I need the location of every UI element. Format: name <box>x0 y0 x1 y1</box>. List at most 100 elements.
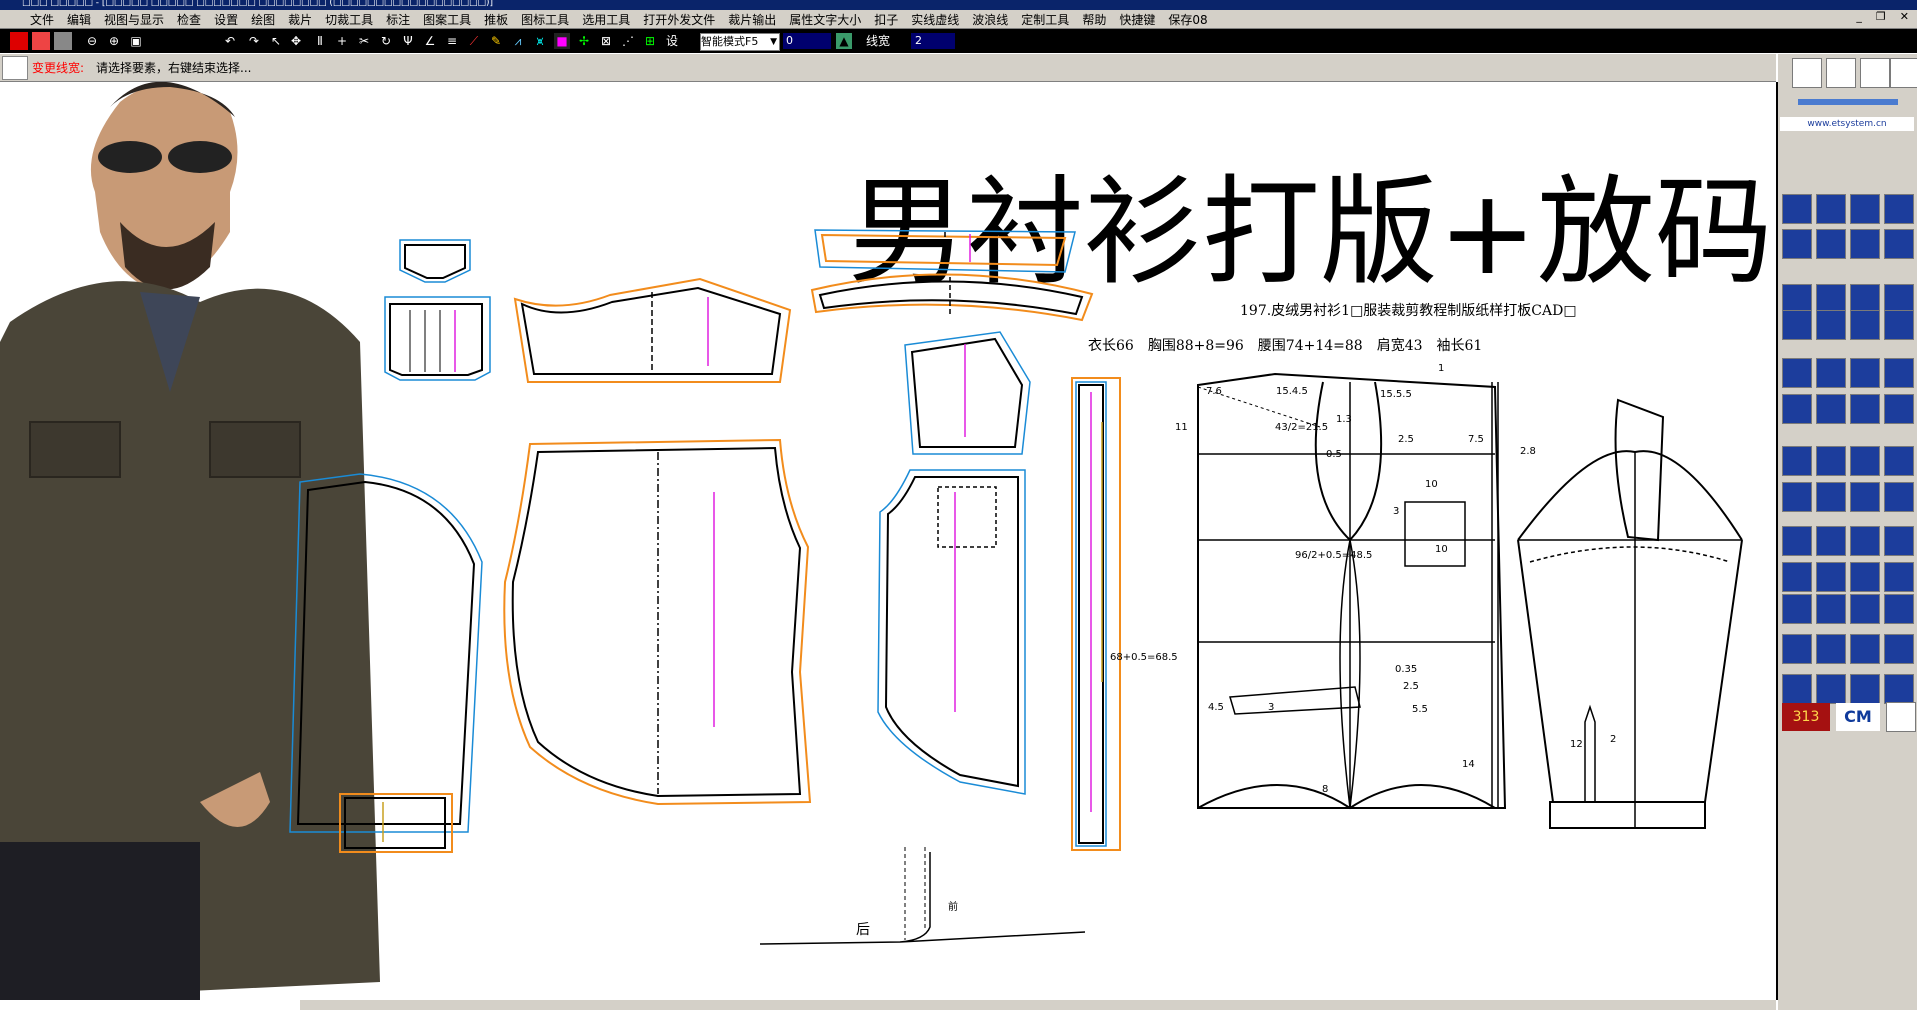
panel-tool-icon[interactable] <box>1884 358 1914 388</box>
panel-tool-icon[interactable] <box>1782 562 1812 592</box>
pen-tool-icon[interactable] <box>2 56 28 80</box>
panel-tool-icon[interactable] <box>1850 284 1880 314</box>
panel-tool-icon[interactable] <box>1816 594 1846 624</box>
menu-item[interactable]: 标注 <box>386 13 411 27</box>
menu-item[interactable]: 设置 <box>214 13 239 27</box>
value-field[interactable]: 0 <box>783 33 831 49</box>
panel-tool-icon[interactable] <box>1884 674 1914 704</box>
panel-tool-icon[interactable] <box>1850 194 1880 224</box>
menu-item[interactable]: 实线虚线 <box>911 13 960 27</box>
panel-tool-icon[interactable] <box>1782 634 1812 664</box>
menu-item[interactable]: 视图与显示 <box>104 13 165 27</box>
panel-tool-icon[interactable] <box>1884 446 1914 476</box>
panel-tool-icon[interactable] <box>1884 229 1914 259</box>
close-icon[interactable]: ✕ <box>1899 10 1909 23</box>
calculator-icon[interactable] <box>1886 702 1916 732</box>
panel-tool-icon[interactable] <box>1816 482 1846 512</box>
panel-tool-icon[interactable] <box>1816 526 1846 556</box>
panel-tool-icon[interactable] <box>1816 634 1846 664</box>
mirror-tool-icon[interactable]: ✢ <box>576 33 592 49</box>
menu-item[interactable]: 波浪线 <box>972 13 1009 27</box>
zoom-in-icon[interactable]: ⊕ <box>106 33 122 49</box>
fold-tool-icon[interactable]: ⩘ <box>510 33 526 49</box>
panel-tool-icon[interactable] <box>1826 58 1856 88</box>
pleat-tool-icon[interactable]: ✎ <box>488 33 504 49</box>
new-file-icon[interactable] <box>10 32 28 50</box>
pick-value-icon[interactable]: ▲ <box>836 33 852 49</box>
move-icon[interactable]: ✥ <box>288 33 304 49</box>
panel-tool-icon[interactable] <box>1850 634 1880 664</box>
panel-tool-icon[interactable] <box>1884 482 1914 512</box>
panel-tool-icon[interactable] <box>1884 634 1914 664</box>
panel-tool-icon[interactable] <box>1782 310 1812 340</box>
color-tool-icon[interactable]: ■ <box>554 33 570 49</box>
restore-icon[interactable]: ❐ <box>1875 10 1886 23</box>
panel-tool-icon[interactable] <box>1782 482 1812 512</box>
menu-item[interactable]: 图标工具 <box>521 13 570 27</box>
panel-tool-icon[interactable] <box>1816 674 1846 704</box>
panel-tool-icon[interactable] <box>1850 482 1880 512</box>
panel-tool-icon[interactable] <box>1850 446 1880 476</box>
line-width-field[interactable]: 2 <box>911 33 955 49</box>
menu-item[interactable]: 推板 <box>484 13 509 27</box>
minimize-icon[interactable]: _ <box>1856 10 1862 23</box>
rotate-icon[interactable]: ↻ <box>378 33 394 49</box>
zoom-window-icon[interactable]: ▣ <box>128 33 144 49</box>
panel-tool-icon[interactable] <box>1884 310 1914 340</box>
panel-tool-icon[interactable] <box>1884 526 1914 556</box>
panel-tool-icon[interactable] <box>1816 229 1846 259</box>
select-icon[interactable]: ↖ <box>268 33 284 49</box>
knife-tool-icon[interactable]: ✂ <box>356 33 372 49</box>
panel-tool-icon[interactable] <box>1782 446 1812 476</box>
bold-tool-icon[interactable]: 设 <box>664 33 680 49</box>
menu-item[interactable]: 绘图 <box>251 13 276 27</box>
panel-tool-icon[interactable] <box>1782 526 1812 556</box>
panel-tool-icon[interactable] <box>1782 594 1812 624</box>
zoom-out-icon[interactable]: ⊖ <box>84 33 100 49</box>
panel-tool-icon[interactable] <box>1816 562 1846 592</box>
menu-item[interactable]: 切裁工具 <box>325 13 374 27</box>
panel-tool-icon[interactable] <box>1782 674 1812 704</box>
menu-item[interactable]: 裁片 <box>288 13 313 27</box>
unit-button[interactable]: CM <box>1836 703 1880 731</box>
menu-item[interactable]: 快捷键 <box>1119 13 1156 27</box>
panel-tool-icon[interactable] <box>1816 446 1846 476</box>
menu-item[interactable]: 扣子 <box>874 13 899 27</box>
panel-tool-icon[interactable] <box>1850 310 1880 340</box>
undo-icon[interactable]: ↶ <box>222 33 238 49</box>
dart-tool-icon[interactable]: ⩙ <box>532 33 548 49</box>
seam-tool-icon[interactable]: ⋰ <box>620 33 636 49</box>
menu-item[interactable]: 打开外发文件 <box>643 13 716 27</box>
menu-item[interactable]: 编辑 <box>67 13 92 27</box>
panel-tool-icon[interactable] <box>1782 284 1812 314</box>
menu-item[interactable]: 检查 <box>177 13 202 27</box>
panel-tool-icon[interactable] <box>1816 284 1846 314</box>
panel-tool-icon[interactable] <box>1816 310 1846 340</box>
open-file-icon[interactable] <box>32 32 50 50</box>
measure-tool-icon[interactable]: ⊠ <box>598 33 614 49</box>
panel-tool-icon[interactable] <box>1850 358 1880 388</box>
panel-tool-icon[interactable] <box>1884 562 1914 592</box>
menu-item[interactable]: 保存08 <box>1168 13 1208 27</box>
save-icon[interactable] <box>54 32 72 50</box>
panel-tool-icon[interactable] <box>1850 674 1880 704</box>
panel-tool-icon[interactable] <box>1792 58 1822 88</box>
panel-tool-icon[interactable] <box>1816 394 1846 424</box>
panel-tool-icon[interactable] <box>1890 58 1917 88</box>
drawing-canvas[interactable]: 男衬衫打版+放码 <box>0 82 1778 1000</box>
text-tool-icon[interactable]: Ⅱ <box>312 33 328 49</box>
panel-tool-icon[interactable] <box>1816 358 1846 388</box>
panel-tool-icon[interactable] <box>1816 194 1846 224</box>
redo-icon[interactable]: ↷ <box>246 33 262 49</box>
panel-tool-icon[interactable] <box>1782 358 1812 388</box>
menu-item[interactable]: 裁片输出 <box>728 13 777 27</box>
menu-item[interactable]: 属性文字大小 <box>789 13 862 27</box>
curve-tool-icon[interactable]: ⟋ <box>466 33 482 49</box>
panel-tool-icon[interactable] <box>1850 394 1880 424</box>
menu-item[interactable]: 选用工具 <box>582 13 631 27</box>
panel-tool-icon[interactable] <box>1884 194 1914 224</box>
grid-tool-icon[interactable]: ⊞ <box>642 33 658 49</box>
fork-tool-icon[interactable]: Ψ <box>400 33 416 49</box>
panel-tool-icon[interactable] <box>1782 229 1812 259</box>
panel-tool-icon[interactable] <box>1850 526 1880 556</box>
